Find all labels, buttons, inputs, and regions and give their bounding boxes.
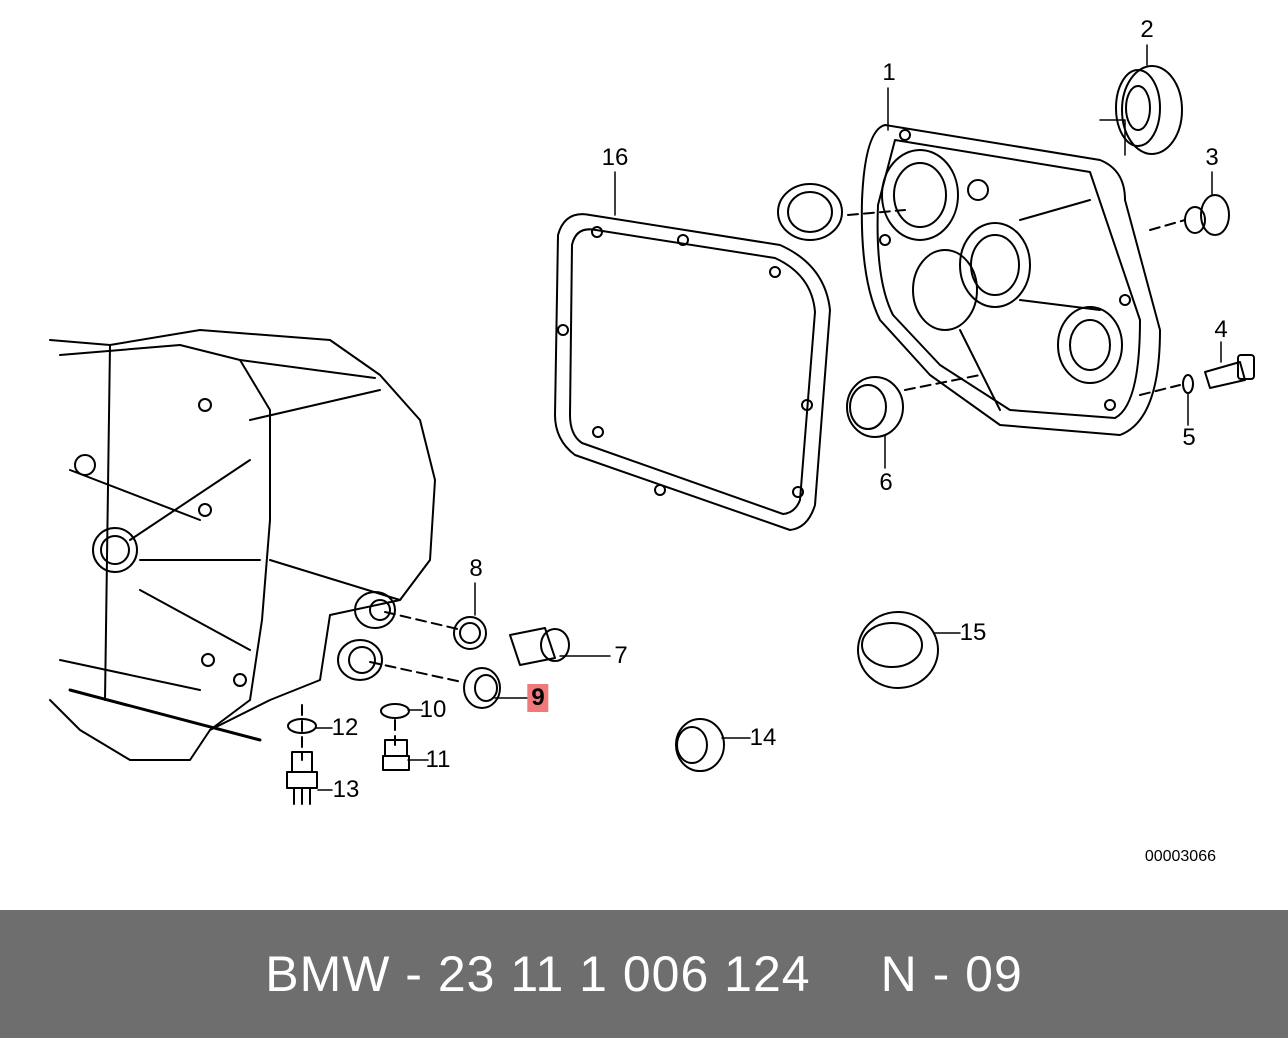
gearbox-housing bbox=[49, 329, 436, 761]
position-code: N - 09 bbox=[880, 946, 1023, 1002]
part-number: BMW - 23 11 1 006 124 bbox=[265, 946, 811, 1002]
part-number-banner: BMW - 23 11 1 006 124 N - 09 bbox=[0, 910, 1288, 1038]
bushing-large bbox=[857, 611, 939, 689]
callout-12[interactable]: 12 bbox=[331, 714, 359, 741]
callout-13[interactable]: 13 bbox=[332, 776, 360, 803]
callout-4[interactable]: 4 bbox=[1214, 316, 1228, 343]
callout-3[interactable]: 3 bbox=[1205, 144, 1219, 171]
callout-16[interactable]: 16 bbox=[601, 144, 629, 171]
small-washer bbox=[287, 718, 317, 734]
callout-5[interactable]: 5 bbox=[1182, 424, 1196, 451]
callout-10[interactable]: 10 bbox=[419, 696, 447, 723]
callout-15[interactable]: 15 bbox=[959, 619, 987, 646]
callout-14[interactable]: 14 bbox=[749, 724, 777, 751]
shaft-seal-top bbox=[1115, 65, 1183, 155]
callout-7[interactable]: 7 bbox=[614, 642, 628, 669]
shaft-seal-small bbox=[463, 667, 501, 709]
callout-2[interactable]: 2 bbox=[1140, 16, 1154, 43]
bolt-and-washer bbox=[1182, 354, 1255, 394]
callout-8[interactable]: 8 bbox=[469, 555, 483, 582]
sealing-ring bbox=[453, 616, 487, 650]
leader-lines bbox=[315, 44, 1222, 791]
cover-seal bbox=[777, 183, 843, 241]
callout-6[interactable]: 6 bbox=[879, 469, 893, 496]
callout-9-highlighted[interactable]: 9 bbox=[527, 684, 549, 712]
switch bbox=[286, 751, 318, 805]
diagram-reference-number: 00003066 bbox=[1144, 848, 1216, 865]
exploded-view-drawing bbox=[49, 44, 1255, 805]
gearbox-cover bbox=[860, 124, 1161, 436]
callout-1[interactable]: 1 bbox=[882, 59, 896, 86]
gasket bbox=[554, 213, 831, 531]
parts-diagram: 1 2 3 4 5 6 7 8 9 10 11 12 13 14 15 16 0… bbox=[49, 16, 1255, 865]
bushing-small bbox=[675, 718, 725, 772]
oil-plug bbox=[509, 627, 570, 666]
callout-11[interactable]: 11 bbox=[425, 746, 451, 773]
washer bbox=[380, 703, 410, 719]
cap-plug bbox=[1184, 194, 1230, 236]
shaft-seal-bottom bbox=[846, 376, 904, 438]
